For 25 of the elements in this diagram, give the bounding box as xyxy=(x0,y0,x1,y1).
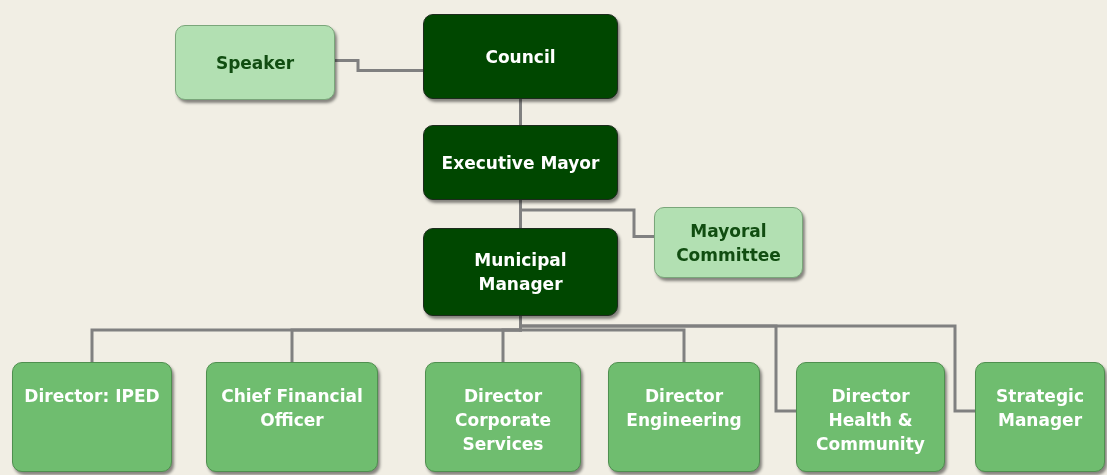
box-label: Council xyxy=(485,45,556,69)
org-box xyxy=(175,25,335,100)
org-box xyxy=(423,125,618,200)
connector-line xyxy=(519,99,522,125)
box-label: Chief Financial Officer xyxy=(220,385,364,432)
box-label: Executive Mayor xyxy=(441,151,600,175)
box-label: Municipal Manager xyxy=(473,249,568,296)
org-box xyxy=(608,362,760,472)
box-label: Director Corporate Services xyxy=(454,385,552,456)
org-box xyxy=(654,207,803,278)
org-box xyxy=(796,362,945,472)
box-label: Mayoral Committee xyxy=(675,219,782,267)
box-label: Speaker xyxy=(215,51,295,75)
box-label: Director Engineering xyxy=(625,385,743,432)
org-box xyxy=(206,362,378,472)
org-box xyxy=(423,14,618,99)
box-label: Director Health & Community xyxy=(815,385,926,456)
box-label: Strategic Manager xyxy=(995,385,1085,432)
org-box xyxy=(423,228,618,316)
box-label: Director: IPED xyxy=(24,385,160,408)
connector-line xyxy=(335,59,423,72)
org-box xyxy=(975,362,1105,472)
org-box xyxy=(12,362,172,472)
connector-line xyxy=(519,200,654,238)
org-box xyxy=(425,362,581,472)
